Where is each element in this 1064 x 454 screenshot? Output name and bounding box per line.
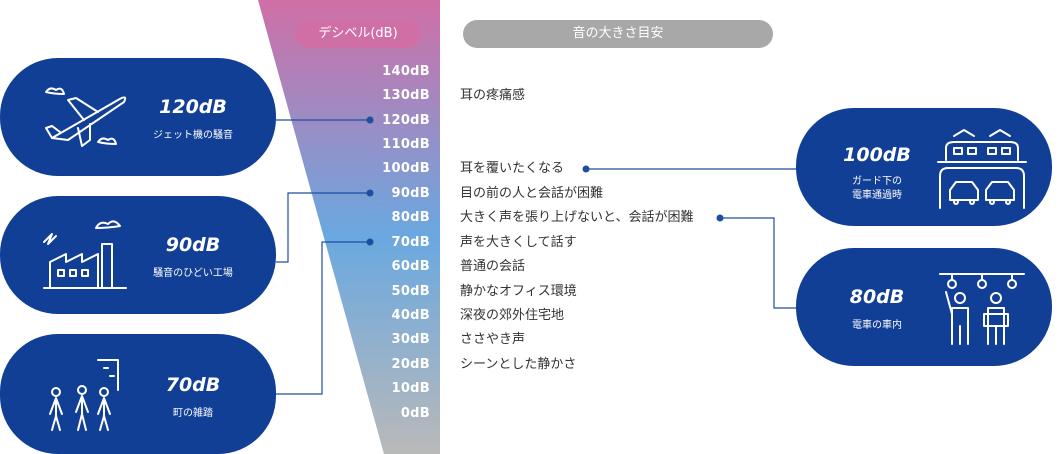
example-value-train-overpass: 100dB — [843, 144, 911, 166]
db-label-50: 50dB — [391, 284, 430, 299]
db-label-80: 80dB — [391, 210, 430, 225]
example-card-jet: 120dB ジェット機の騒音 — [0, 58, 276, 176]
desc-70: 声を大きくして話す — [460, 235, 577, 250]
example-value-factory: 90dB — [165, 234, 221, 256]
example-label-street: 町の雑踏 — [173, 408, 213, 419]
desc-80: 大きく声を張り上げないと、会話が困難 — [460, 210, 694, 225]
db-label-90: 90dB — [391, 186, 430, 201]
example-value-street: 70dB — [165, 374, 221, 396]
example-label-factory: 騒音のひどい工場 — [153, 268, 233, 279]
pedestrians-icon — [49, 359, 119, 431]
db-label-10: 10dB — [391, 381, 430, 396]
loudness-guide-header: 音の大きさ目安 — [463, 20, 773, 48]
desc-130: 耳の疼痛感 — [460, 88, 526, 103]
example-label-train-overpass-2: 電車通過時 — [852, 190, 902, 201]
desc-90: 目の前の人と会話が困難 — [460, 186, 604, 201]
example-label-train-overpass-1: ガード下の — [852, 176, 902, 187]
desc-20: シーンとした静かさ — [460, 357, 577, 372]
db-label-40: 40dB — [391, 308, 430, 323]
train-overpass-icon — [937, 129, 1027, 209]
factory-icon — [43, 220, 127, 289]
db-label-100: 100dB — [382, 161, 430, 176]
db-label-60: 60dB — [391, 259, 430, 274]
db-label-130: 130dB — [382, 88, 430, 103]
desc-100: 耳を覆いたくなる — [460, 161, 565, 176]
example-label-train-interior: 電車の車内 — [852, 320, 902, 331]
example-value-train-interior: 80dB — [849, 286, 905, 308]
db-label-20: 20dB — [391, 357, 430, 372]
db-label-110: 110dB — [382, 137, 430, 152]
example-card-street: 70dB 町の雑踏 — [0, 334, 276, 454]
example-label-jet: ジェット機の騒音 — [153, 130, 233, 141]
decibel-header: デシベル(dB) — [295, 20, 421, 48]
desc-50: 静かなオフィス環境 — [460, 284, 577, 299]
db-label-140: 140dB — [382, 64, 430, 79]
airplane-icon — [45, 87, 127, 147]
db-label-120: 120dB — [382, 113, 430, 128]
train-passengers-icon — [939, 273, 1025, 345]
example-card-factory: 90dB 騒音のひどい工場 — [0, 196, 276, 314]
example-value-jet: 120dB — [159, 96, 227, 118]
desc-30: ささやき声 — [460, 332, 526, 347]
desc-60: 普通の会話 — [460, 259, 526, 274]
example-card-train-overpass: 100dB ガード下の 電車通過時 — [796, 108, 1052, 226]
desc-40: 深夜の郊外住宅地 — [460, 308, 565, 323]
example-card-train-interior: 80dB 電車の車内 — [796, 248, 1052, 366]
db-label-30: 30dB — [391, 332, 430, 347]
db-label-70: 70dB — [391, 235, 430, 250]
db-label-0: 0dB — [400, 406, 430, 421]
